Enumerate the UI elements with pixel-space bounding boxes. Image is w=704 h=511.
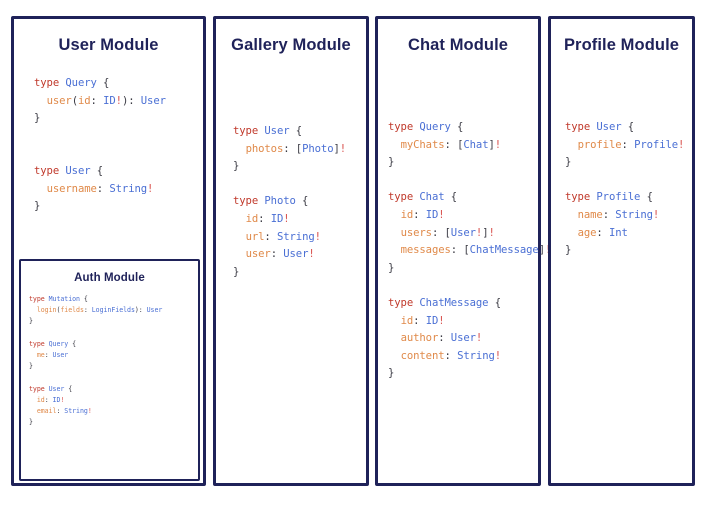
code-line: } bbox=[388, 367, 395, 380]
code-line: messages: [ChatMessage]! bbox=[400, 244, 552, 257]
code-line: users: [User!]! bbox=[400, 226, 495, 239]
code-line: content: String! bbox=[400, 349, 502, 362]
code-line: type Mutation { bbox=[29, 295, 88, 303]
code-line: } bbox=[388, 156, 395, 169]
code-line: user(id: ID!): User bbox=[46, 94, 166, 107]
code-line bbox=[388, 277, 538, 295]
code-line: type Query { bbox=[34, 77, 110, 89]
code-line: profile: Profile! bbox=[577, 138, 685, 151]
code-line: type Query { bbox=[29, 339, 77, 348]
code-line bbox=[233, 176, 366, 194]
code-line: } bbox=[565, 244, 572, 257]
code-line: type Query { bbox=[388, 121, 464, 133]
code-line: } bbox=[34, 200, 41, 213]
card-gallery-module[interactable]: Gallery Module type User { photos: [Phot… bbox=[213, 16, 369, 486]
code-line: age: Int bbox=[577, 226, 628, 239]
code-line: type Chat { bbox=[388, 191, 458, 204]
code-line: } bbox=[233, 265, 240, 278]
code-line: type User { bbox=[565, 121, 635, 133]
code-line: type User { bbox=[233, 125, 303, 137]
code-line: user: User! bbox=[245, 248, 315, 261]
code-line bbox=[34, 145, 203, 163]
code-line: type Photo { bbox=[233, 195, 309, 208]
card-chat-module[interactable]: Chat Module type Query { myChats: [Chat]… bbox=[375, 16, 552, 486]
code-block-profile-module: type User { profile: Profile!} type Prof… bbox=[565, 119, 692, 260]
card-profile-module[interactable]: Profile Module type User { profile: Prof… bbox=[548, 16, 695, 486]
card-title-gallery-module: Gallery Module bbox=[231, 36, 351, 54]
code-line: type Profile { bbox=[565, 191, 653, 204]
code-line: photos: [Photo]! bbox=[245, 142, 347, 155]
card-user-module[interactable]: User Module type Query { user(id: ID!): … bbox=[11, 16, 206, 486]
code-line: author: User! bbox=[400, 332, 483, 345]
code-line: url: String! bbox=[245, 230, 321, 243]
code-line bbox=[34, 128, 203, 146]
code-line: } bbox=[388, 261, 395, 274]
code-block-chat-module: type Query { myChats: [Chat]!} type Chat… bbox=[388, 119, 552, 383]
code-line: me: User bbox=[36, 351, 69, 360]
code-line: name: String! bbox=[577, 208, 660, 221]
code-line: id: ID! bbox=[400, 208, 445, 221]
code-block-user-module: type Query { user(id: ID!): User} type U… bbox=[34, 75, 203, 216]
code-line: } bbox=[233, 160, 240, 173]
code-line: } bbox=[565, 156, 572, 169]
code-line: id: ID! bbox=[36, 395, 65, 404]
card-auth-module[interactable]: Auth Module type Mutation { login(fields… bbox=[19, 259, 200, 481]
code-block-gallery-module: type User { photos: [Photo]!} type Photo… bbox=[233, 123, 366, 281]
code-block-auth-module: type Mutation { login(fields: LoginField… bbox=[29, 294, 198, 428]
code-line: email: String! bbox=[36, 407, 92, 416]
code-line: } bbox=[34, 112, 41, 125]
code-line: type ChatMessage { bbox=[388, 296, 502, 309]
code-line: type User { bbox=[29, 384, 73, 393]
card-title-auth-module: Auth Module bbox=[74, 272, 145, 284]
code-line: } bbox=[29, 317, 33, 326]
code-line bbox=[29, 328, 198, 339]
code-line: id: ID! bbox=[245, 212, 290, 225]
card-title-user-module: User Module bbox=[58, 36, 159, 54]
code-line: type User { bbox=[34, 164, 104, 177]
code-line: id: ID! bbox=[400, 314, 445, 327]
card-title-profile-module: Profile Module bbox=[563, 36, 680, 54]
code-line: myChats: [Chat]! bbox=[400, 138, 502, 151]
code-line bbox=[388, 172, 538, 190]
code-line: login(fields: LoginFields): User bbox=[36, 306, 163, 315]
code-line bbox=[565, 172, 692, 190]
code-line: username: String! bbox=[46, 182, 154, 195]
code-line bbox=[29, 372, 198, 383]
code-line: } bbox=[29, 362, 33, 371]
code-line: } bbox=[29, 418, 33, 427]
card-title-chat-module: Chat Module bbox=[407, 36, 509, 54]
